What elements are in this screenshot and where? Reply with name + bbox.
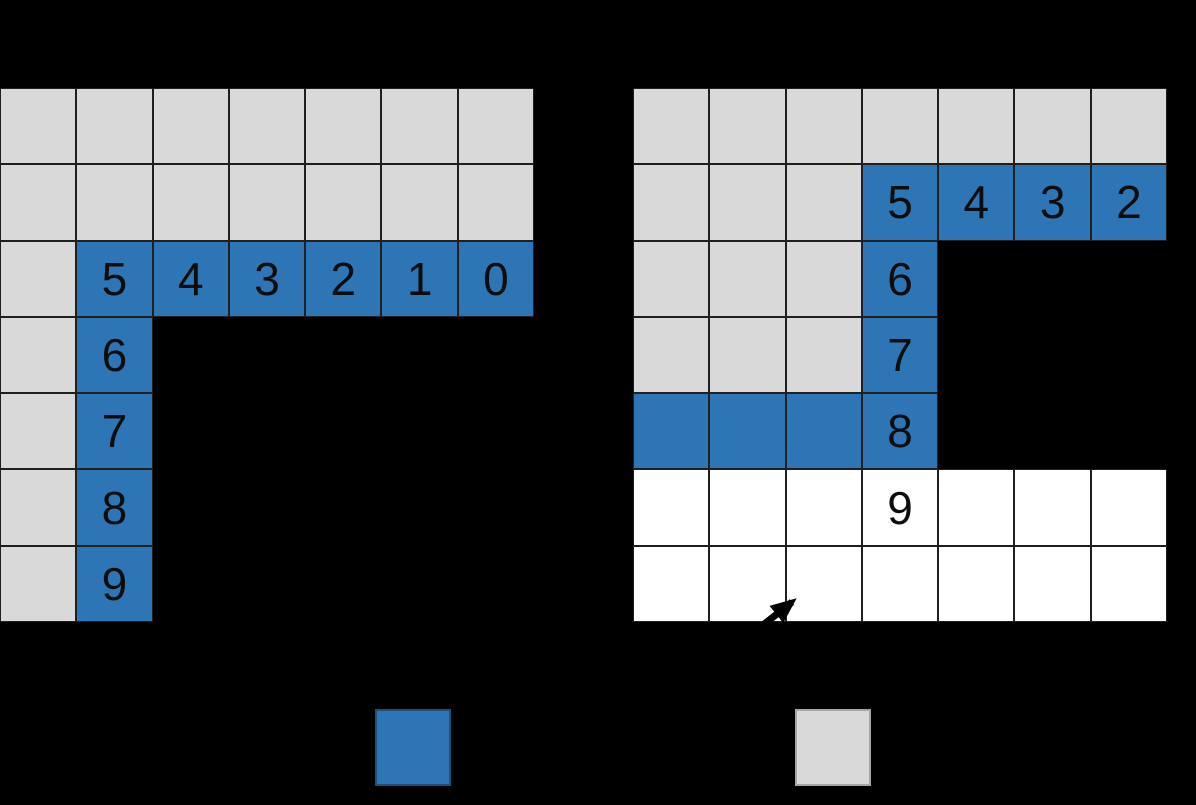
legend-gray-swatch <box>795 709 871 786</box>
left-grid-cell-r0c5 <box>381 88 458 165</box>
right-grid-cell-r3c1 <box>709 316 786 394</box>
right-grid-cell-r5c2 <box>785 469 862 546</box>
right-grid-cell-r3c3: 7 <box>861 316 939 394</box>
right-grid-cell-r2c1 <box>709 240 786 317</box>
right-grid-cell-r6c2 <box>785 545 862 623</box>
left-grid-cell-r0c6 <box>457 88 535 165</box>
right-grid-cell-r5c1 <box>709 469 786 546</box>
right-grid-cell-r1c5: 3 <box>1014 164 1091 241</box>
right-grid-cell-r1c1 <box>709 164 786 241</box>
right-grid-cell-r6c5 <box>1014 545 1091 623</box>
left-grid-cell-r1c0 <box>0 164 77 241</box>
right-grid-cell-r0c0 <box>633 88 710 165</box>
right-grid-cell-r2c0 <box>633 240 710 317</box>
right-grid-cell-r4c2 <box>785 393 862 470</box>
right-grid-cell-r5c0 <box>633 469 710 546</box>
left-grid-cell-r6c0 <box>0 545 77 623</box>
left-grid-cell-r5c0 <box>0 469 77 546</box>
right-grid-cell-r2c3: 6 <box>861 240 939 317</box>
right-grid-cell-r4c3: 8 <box>861 393 939 470</box>
right-grid-cell-r1c6: 2 <box>1090 164 1168 241</box>
right-grid-cell-r5c6 <box>1090 469 1168 546</box>
left-grid-cell-r0c0 <box>0 88 77 165</box>
left-grid-cell-r0c4 <box>305 88 382 165</box>
left-grid-cell-r2c4: 2 <box>305 240 382 317</box>
right-grid-cell-r5c4 <box>938 469 1015 546</box>
left-grid-cell-r5c1: 8 <box>76 469 153 546</box>
left-grid-cell-r2c1: 5 <box>76 240 153 317</box>
left-grid-cell-r2c3: 3 <box>228 240 306 317</box>
right-grid-cell-r3c0 <box>633 316 710 394</box>
right-grid-cell-r0c2 <box>785 88 862 165</box>
right-grid-cell-r3c2 <box>785 316 862 394</box>
left-grid-cell-r0c2 <box>152 88 229 165</box>
left-grid-cell-r2c0 <box>0 240 77 317</box>
left-grid-cell-r1c4 <box>305 164 382 241</box>
right-grid-cell-r4c0 <box>633 393 710 470</box>
left-grid-cell-r4c0 <box>0 393 77 470</box>
right-grid-cell-r6c6 <box>1090 545 1168 623</box>
right-grid-cell-r0c4 <box>938 88 1015 165</box>
right-grid-cell-r5c3: 9 <box>861 469 939 546</box>
right-grid-cell-r6c1 <box>709 545 786 623</box>
right-grid-cell-r2c2 <box>785 240 862 317</box>
left-grid-cell-r1c6 <box>457 164 535 241</box>
left-grid-cell-r1c3 <box>228 164 306 241</box>
left-grid-cell-r2c6: 0 <box>457 240 535 317</box>
left-grid-cell-r3c0 <box>0 316 77 394</box>
left-grid-cell-r0c1 <box>76 88 153 165</box>
left-grid-cell-r2c5: 1 <box>381 240 458 317</box>
right-grid-cell-r6c3 <box>861 545 939 623</box>
right-grid-cell-r5c5 <box>1014 469 1091 546</box>
left-grid-cell-r1c5 <box>381 164 458 241</box>
right-grid-cell-r0c1 <box>709 88 786 165</box>
left-grid-cell-r4c1: 7 <box>76 393 153 470</box>
legend-blue-swatch <box>375 709 451 786</box>
right-grid-cell-r0c5 <box>1014 88 1091 165</box>
right-grid-cell-r6c0 <box>633 545 710 623</box>
right-grid-cell-r4c1 <box>709 393 786 470</box>
left-grid-cell-r2c2: 4 <box>152 240 229 317</box>
left-grid-cell-r1c2 <box>152 164 229 241</box>
right-grid-cell-r0c3 <box>861 88 939 165</box>
left-grid-cell-r1c1 <box>76 164 153 241</box>
right-grid-cell-r1c0 <box>633 164 710 241</box>
left-grid-cell-r6c1: 9 <box>76 545 153 623</box>
right-grid-cell-r1c4: 4 <box>938 164 1015 241</box>
left-grid-cell-r3c1: 6 <box>76 316 153 394</box>
right-grid-cell-r1c3: 5 <box>861 164 939 241</box>
right-grid-cell-r0c6 <box>1090 88 1168 165</box>
right-grid-cell-r1c2 <box>785 164 862 241</box>
right-grid-cell-r6c4 <box>938 545 1015 623</box>
left-grid-cell-r0c3 <box>228 88 306 165</box>
